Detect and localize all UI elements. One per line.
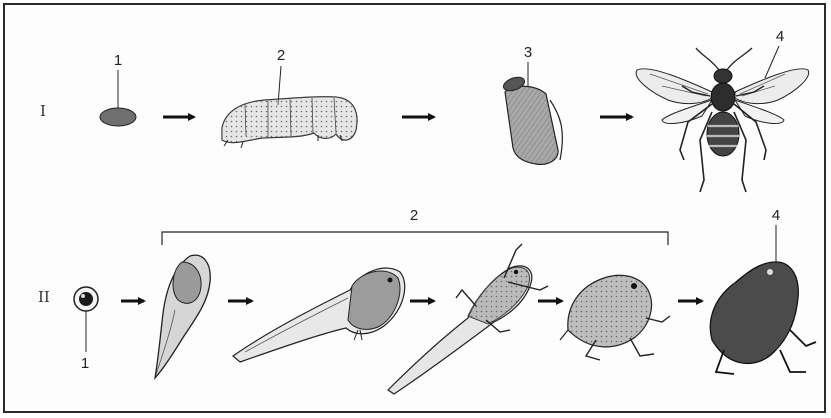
- adult-frog-icon: [710, 262, 816, 374]
- egg-icon: [100, 108, 136, 126]
- pupa-icon: [502, 75, 563, 165]
- wasp-icon: [636, 48, 808, 192]
- embryo-icon: [155, 255, 210, 378]
- young-frog-icon: [560, 275, 670, 360]
- tadpole-with-four-legs-icon: [388, 244, 548, 394]
- leader-line: [765, 46, 779, 78]
- caterpillar-larva-icon: [222, 97, 357, 148]
- tadpole-icon: [233, 268, 405, 362]
- stage-bracket: [162, 232, 668, 245]
- frog-egg-icon: [74, 287, 98, 311]
